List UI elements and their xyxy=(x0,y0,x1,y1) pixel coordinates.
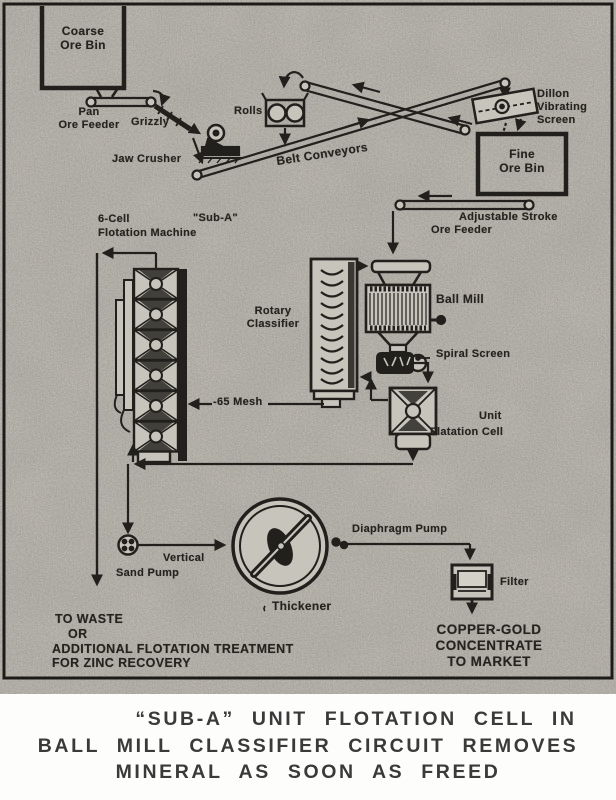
sub-a-label: "Sub-A" xyxy=(193,212,238,224)
rotary-classifier-shape xyxy=(309,257,359,409)
spiral-screen-shape xyxy=(376,352,430,374)
adjustable-feeder-shape xyxy=(387,190,535,255)
mesh-label: -65 Mesh xyxy=(213,396,263,408)
coarse-ore-bin-shape xyxy=(39,6,127,98)
waste-line xyxy=(91,247,156,587)
sand-pump-line xyxy=(117,464,227,556)
sand-pump-label-2: Sand Pump xyxy=(116,567,180,579)
flowsheet-art xyxy=(0,0,616,694)
unit-cell-plumbing xyxy=(127,361,434,470)
ball-mill-label: Ball Mill xyxy=(436,292,485,306)
thickener-label: Thickener xyxy=(272,599,332,613)
feeder-discharge-arrow xyxy=(152,89,171,107)
grizzly-label: Grizzly xyxy=(131,116,170,128)
unit-cell-label-2: Flatation Cell xyxy=(430,426,504,438)
photo-frame xyxy=(2,2,614,680)
diaphragm-pump-label: Diaphragm Pump xyxy=(352,523,448,535)
fine-ore-bin-shape xyxy=(475,131,569,197)
caption-line-3: MINERAL AS SOON AS FREED xyxy=(115,761,501,783)
waste-note: TO WASTE OR ADDITIONAL FLOTATION TREATME… xyxy=(52,612,294,671)
rolls-shape xyxy=(261,92,309,146)
oversize-to-rolls-arrow xyxy=(278,71,304,89)
concentrate-note: COPPER-GOLD CONCENTRATE TO MARKET xyxy=(435,622,543,669)
adjustable-feeder-label-1: Adjustable Stroke xyxy=(459,211,558,223)
caption-line-2: BALL MILL CLASSIFIER CIRCUIT REMOVES xyxy=(37,735,579,757)
flotation-machine-label-1: 6-Cell xyxy=(98,213,130,225)
jaw-crusher-label: Jaw Crusher xyxy=(112,153,182,165)
filter-shape xyxy=(450,563,494,615)
unit-cell-label-1: Unit xyxy=(479,410,502,422)
unit-flotation-cell-shape xyxy=(388,386,438,451)
sand-pump-label-1: Vertical xyxy=(163,552,205,564)
diaphragm-pump-shape xyxy=(331,537,470,558)
vibrating-screen-shape xyxy=(470,87,540,125)
adjustable-feeder-label-2: Ore Feeder xyxy=(431,224,493,236)
ball-mill-shape xyxy=(364,259,447,354)
screen-undersize-arrows xyxy=(501,119,521,133)
pan-feeder-shape xyxy=(85,89,171,108)
flotation-machine-label-2: Flotation Machine xyxy=(98,227,197,239)
filter-label: Filter xyxy=(500,576,529,588)
spiral-screen-label: Spiral Screen xyxy=(436,348,511,360)
thickener-shape xyxy=(231,497,329,612)
caption-line-1: “SUB-A” UNIT FLOTATION CELL IN xyxy=(135,708,577,730)
belt-conveyor-b xyxy=(278,71,473,136)
jaw-crusher-shape xyxy=(198,123,243,164)
rolls-label: Rolls xyxy=(234,105,263,117)
